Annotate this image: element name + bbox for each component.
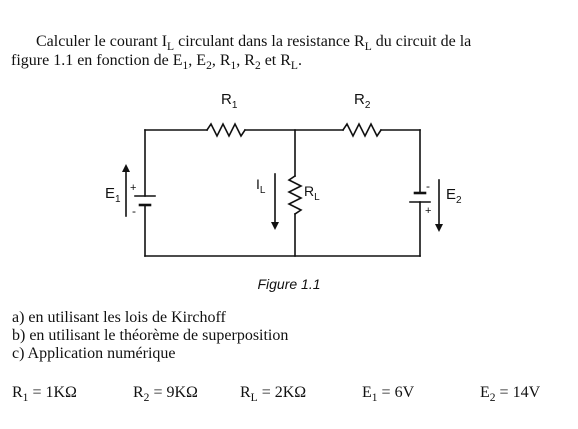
label-il: IL <box>256 176 266 196</box>
figure-caption: Figure 1.1 <box>257 276 321 292</box>
e2-plus-sign: + <box>425 205 431 217</box>
question-a: a) en utilisant les lois de Kirchoff <box>12 309 226 326</box>
e2-minus-sign: - <box>426 179 430 193</box>
label-rl: RL <box>304 183 320 203</box>
symbol-rl: RL <box>354 33 372 54</box>
circuit-diagram: R1 R2 RL IL E1 E2 + - - + <box>105 91 462 257</box>
question-b: b) en utilisant le théorème de superposi… <box>12 327 289 344</box>
value-rl: RL = 2KΩ <box>240 384 307 405</box>
question-c: c) Application numérique <box>12 345 176 362</box>
label-r2: R2 <box>354 91 371 111</box>
intro-line-2: figure 1.1 en fonction de E1, E2, R1, R2… <box>11 52 302 73</box>
symbol-rl: RL <box>280 52 298 73</box>
intro-text: figure 1.1 en fonction de <box>11 52 173 69</box>
intro-text: du circuit de la <box>371 33 472 50</box>
resistor-rl <box>287 174 303 216</box>
intro-line-1: Calculer le courant IL circulant dans la… <box>36 33 471 53</box>
symbol-e2: E2 <box>196 52 212 73</box>
value-e2: E2 = 14V <box>480 384 541 405</box>
label-r1: R1 <box>221 91 238 111</box>
value-e1: E1 = 6V <box>362 384 415 405</box>
symbol-r2: R2 <box>244 52 261 73</box>
intro-text: Calculer le courant <box>36 33 162 50</box>
resistor-r2 <box>341 122 383 138</box>
intro-text: circulant dans la resistance <box>174 33 355 50</box>
label-e1: E1 <box>105 185 121 205</box>
resistor-r1 <box>205 122 247 138</box>
e1-plus-sign: + <box>130 182 136 194</box>
value-r2: R2 = 9KΩ <box>133 384 198 405</box>
e1-minus-sign: - <box>132 204 136 218</box>
value-r1: R1 = 1KΩ <box>12 384 77 405</box>
label-e2: E2 <box>446 186 462 206</box>
symbol-r1: R1 <box>219 52 237 73</box>
symbol-il: IL <box>161 33 175 54</box>
symbol-e1: E1 <box>172 52 189 73</box>
